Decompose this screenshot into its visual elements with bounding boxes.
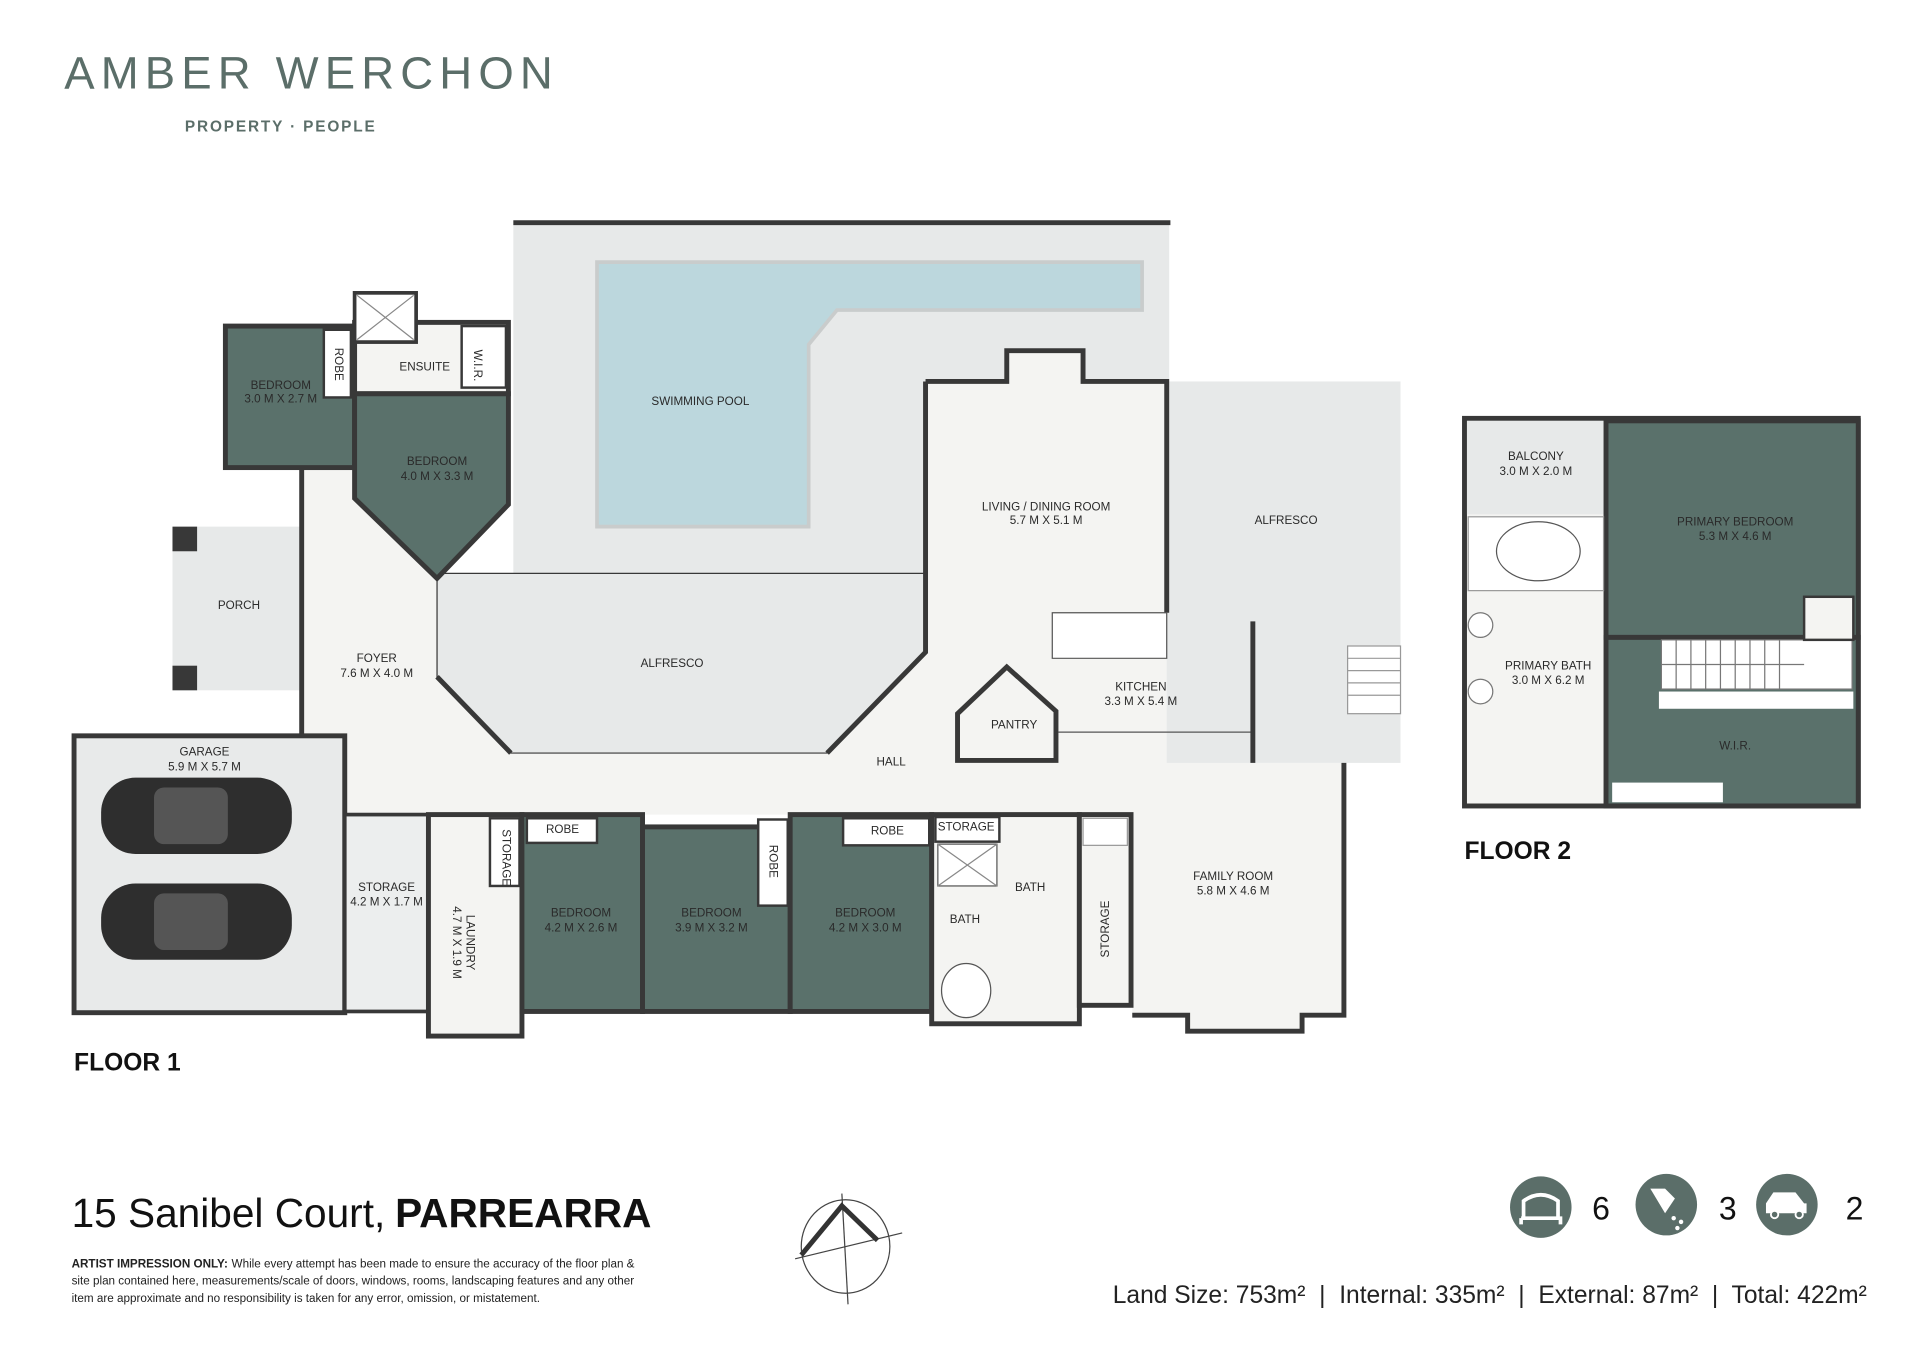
pantry (955, 663, 1059, 763)
room-label: FOYER (357, 652, 397, 665)
disclaimer: ARTIST IMPRESSION ONLY: While every attem… (72, 1257, 635, 1304)
kitchen-counter (1051, 612, 1168, 659)
room-size: 3.9 M X 3.2 M (675, 921, 748, 934)
room-size: 3.0 M X 2.0 M (1500, 465, 1573, 478)
room-label: PORCH (218, 599, 260, 612)
room-size: 4.2 M X 1.7 M (350, 896, 423, 909)
room-label: ALFRESCO (1255, 514, 1318, 527)
floor-1-labels: BEDROOM 3.0 M X 2.7 M ROBE ENSUITE W.I.R… (168, 348, 1317, 979)
main-floor (301, 350, 1344, 1032)
room-label: ROBE (332, 348, 345, 381)
room-size: 7.6 M X 4.0 M (340, 667, 413, 680)
bathtub (1495, 521, 1581, 582)
room-label: SWIMMING POOL (651, 395, 749, 408)
floor-2-plan (1462, 415, 1861, 809)
room-label: W.I.R. (471, 350, 484, 382)
address-street: 15 Sanibel Court, (72, 1190, 386, 1236)
room-label: STORAGE (938, 821, 995, 834)
bed-icon (1510, 1176, 1572, 1238)
room-label: ROBE (546, 823, 579, 836)
brand-logo: AMBER WERCHON (64, 48, 559, 99)
wir-small (460, 324, 508, 389)
brand-tagline: PROPERTY · PEOPLE (185, 119, 377, 136)
svg-text:ARTIST IMPRESSION ONLY:While e: ARTIST IMPRESSION ONLY: While every attem… (72, 1257, 635, 1270)
floor-1-title: FLOOR 1 (74, 1050, 181, 1077)
garage (71, 733, 348, 1016)
room-size: 4.0 M X 3.3 M (401, 470, 474, 483)
stairs-outdoor (1346, 645, 1402, 715)
room-label: ENSUITE (399, 360, 450, 373)
balcony (1466, 420, 1607, 515)
room-size: 5.3 M X 4.6 M (1699, 530, 1772, 543)
features: 6 3 2 (1510, 1173, 1864, 1238)
room-label: BEDROOM (251, 379, 311, 392)
room-label: BEDROOM (835, 907, 895, 920)
room-label: PANTRY (991, 718, 1037, 731)
room-label: ALFRESCO (641, 657, 704, 670)
room-size: 5.7 M X 5.1 M (1010, 514, 1083, 527)
room-label: PRIMARY BEDROOM (1677, 515, 1793, 528)
swimming-pool (595, 260, 1144, 529)
room-label: BATH (950, 913, 980, 926)
bedroom-c (787, 812, 935, 1014)
room-label: BEDROOM (407, 455, 467, 468)
property-stats: Land Size: 753m² | Internal: 335m² | Ext… (1113, 1282, 1867, 1309)
storage-garage (342, 812, 431, 1014)
room-label: LAUNDRY (464, 915, 477, 971)
room-label: GARAGE (180, 746, 230, 759)
room-size: 5.8 M X 4.6 M (1197, 885, 1270, 898)
bedroom-pentagon (352, 391, 511, 582)
room-size: 4.2 M X 3.0 M (829, 921, 902, 934)
room-label: BEDROOM (551, 907, 611, 920)
room-label: HALL (876, 755, 906, 768)
floor-1-plan (71, 220, 1402, 1039)
disclaimer-line: While every attempt has been made to ens… (232, 1257, 635, 1270)
storage-hall (1076, 812, 1134, 1008)
room-size: 4.2 M X 2.6 M (545, 921, 618, 934)
room-label: KITCHEN (1115, 680, 1166, 693)
room-label: ROBE (766, 845, 779, 878)
room-label: STORAGE (1099, 900, 1112, 957)
room-label: W.I.R. (1719, 739, 1751, 752)
room-size: 5.9 M X 5.7 M (168, 760, 241, 773)
room-label: STORAGE (499, 829, 512, 886)
disclaimer-heading: ARTIST IMPRESSION ONLY: (72, 1257, 228, 1270)
car-icon-top (101, 777, 292, 854)
robe-small (322, 328, 353, 399)
room-label: BALCONY (1508, 450, 1564, 463)
room-label: FAMILY ROOM (1193, 870, 1273, 883)
car-icon-bottom (101, 883, 292, 960)
compass-icon (794, 1193, 903, 1305)
room-size: 4.7 M X 1.9 M (450, 906, 463, 979)
address: 15 Sanibel Court,PARREARRA (72, 1190, 652, 1236)
room-size: 3.0 M X 2.7 M (244, 392, 317, 405)
room-size: 3.3 M X 5.4 M (1105, 695, 1178, 708)
bedroom-a (519, 812, 645, 1014)
bedroom-count: 6 (1592, 1190, 1610, 1226)
car-count: 2 (1846, 1190, 1864, 1226)
disclaimer-line: item are approximate and no responsibili… (72, 1292, 540, 1305)
address-suburb: PARREARRA (395, 1190, 651, 1236)
room-label: BATH (1015, 881, 1045, 894)
room-size: 3.0 M X 6.2 M (1512, 674, 1585, 687)
room-label: BEDROOM (681, 907, 741, 920)
room-label: LIVING / DINING ROOM (982, 501, 1110, 514)
bathroom-count: 3 (1719, 1190, 1737, 1226)
north-arrow-stairs (1082, 817, 1128, 846)
floor-2-title: FLOOR 2 (1465, 838, 1572, 865)
room-label: PRIMARY BATH (1505, 659, 1591, 672)
disclaimer-line: site plan contained here, measurements/s… (72, 1275, 635, 1288)
floor-2-labels: BALCONY 3.0 M X 2.0 M PRIMARY BEDROOM 5.… (1500, 450, 1794, 752)
room-label: ROBE (871, 824, 904, 837)
room-label: STORAGE (358, 881, 415, 894)
primary-bedroom (1603, 418, 1861, 640)
porch (172, 526, 302, 691)
